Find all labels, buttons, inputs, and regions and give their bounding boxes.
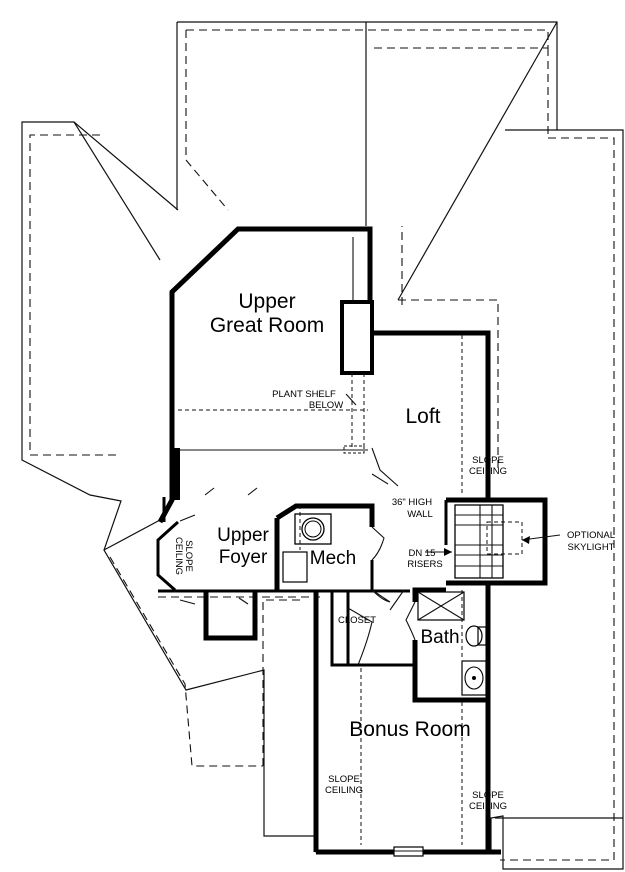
walls (156, 226, 548, 857)
bonus-slope-right-note-1: SLOPE (472, 790, 504, 801)
bonus-room-label: Bonus Room (349, 718, 470, 741)
doors (347, 526, 416, 666)
stairs (425, 504, 561, 579)
high-wall-note-2: WALL (407, 509, 433, 520)
mech-label: Mech (310, 548, 356, 569)
plant-shelf-note-1: PLANT SHELF (272, 389, 336, 400)
roof-outline (21, 21, 624, 870)
great-room-label-2: Great Room (210, 314, 324, 337)
slope-ceiling-note-1: SLOPE (472, 455, 504, 466)
mech-equipment (282, 505, 332, 583)
lower-wall-dashed (29, 29, 615, 861)
stair-post (172, 448, 180, 500)
foyer-label-2: Foyer (219, 547, 268, 568)
plant-shelf-note-2: BELOW (309, 400, 343, 411)
great-room-label-1: Upper (238, 290, 295, 313)
loft-label: Loft (405, 405, 440, 428)
stairs-note-1: DN 15 (409, 548, 436, 559)
foyer-slope-note-2: CEILING (173, 537, 184, 575)
skylight-note-1: OPTIONAL (567, 530, 615, 541)
bath-label: Bath (420, 627, 459, 648)
bonus-slope-right-note-2: CEILING (469, 801, 507, 812)
half-wall (371, 447, 399, 487)
fireplace-chase (340, 237, 374, 454)
bonus-slope-left-note-2: CEILING (325, 785, 363, 796)
slope-ceiling-note-2: CEILING (469, 466, 507, 477)
foyer-slope-note-1: SLOPE (183, 540, 194, 572)
bonus-slope-left-note-1: SLOPE (328, 774, 360, 785)
foyer-label-1: Upper (217, 525, 269, 546)
high-wall-note-1: 36" HIGH (392, 497, 432, 508)
closet-note: CLOSET (338, 615, 376, 626)
skylight-note-2: SKYLIGHT (568, 542, 615, 553)
bath-fixtures (417, 591, 487, 696)
stairs-note-2: RISERS (407, 559, 442, 570)
leader-line (345, 393, 357, 406)
